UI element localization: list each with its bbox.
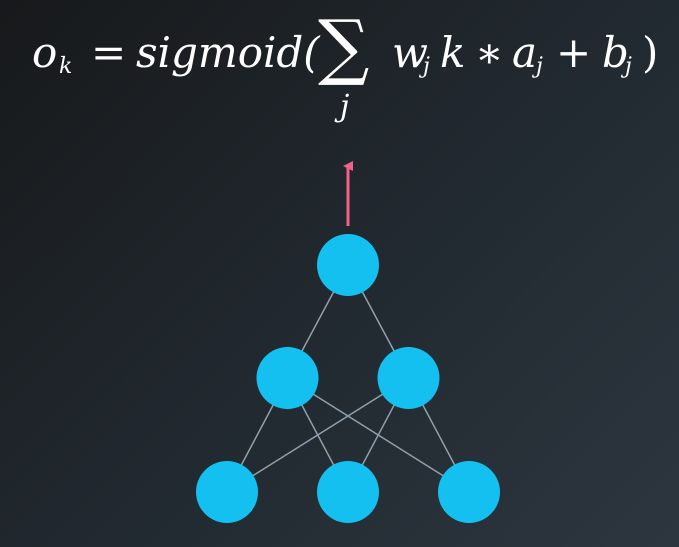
function-name: sigmoid(: [136, 28, 320, 77]
close-paren: ): [642, 28, 659, 77]
multiply-sign: ∗: [475, 28, 504, 77]
output-symbol: o: [32, 28, 58, 77]
input-node-1: [196, 461, 258, 523]
activation-symbol: a: [512, 28, 538, 77]
input-node-2: [317, 461, 379, 523]
weight-symbol: w: [392, 28, 428, 77]
output-node-1: [317, 234, 379, 296]
bias-symbol: b: [602, 28, 629, 77]
output-subscript: k: [59, 54, 73, 79]
activation-subscript: j: [536, 54, 543, 79]
bias-subscript: j: [625, 54, 632, 79]
sigmoid-formula: o k = sigmoid( ∑ j w j k ∗ a j + b j ): [0, 0, 679, 150]
equals-sign: =: [91, 28, 127, 77]
sum-symbol: ∑: [318, 4, 370, 88]
hidden-node-1: [256, 347, 319, 409]
connection-edge: [287, 377, 470, 493]
input-node-3: [438, 461, 500, 523]
sum-index: j: [340, 89, 350, 124]
hidden-node-2: [377, 347, 440, 409]
plus-sign: +: [556, 28, 592, 77]
weight-suffix: k: [440, 28, 466, 77]
weight-subscript: j: [423, 54, 430, 79]
